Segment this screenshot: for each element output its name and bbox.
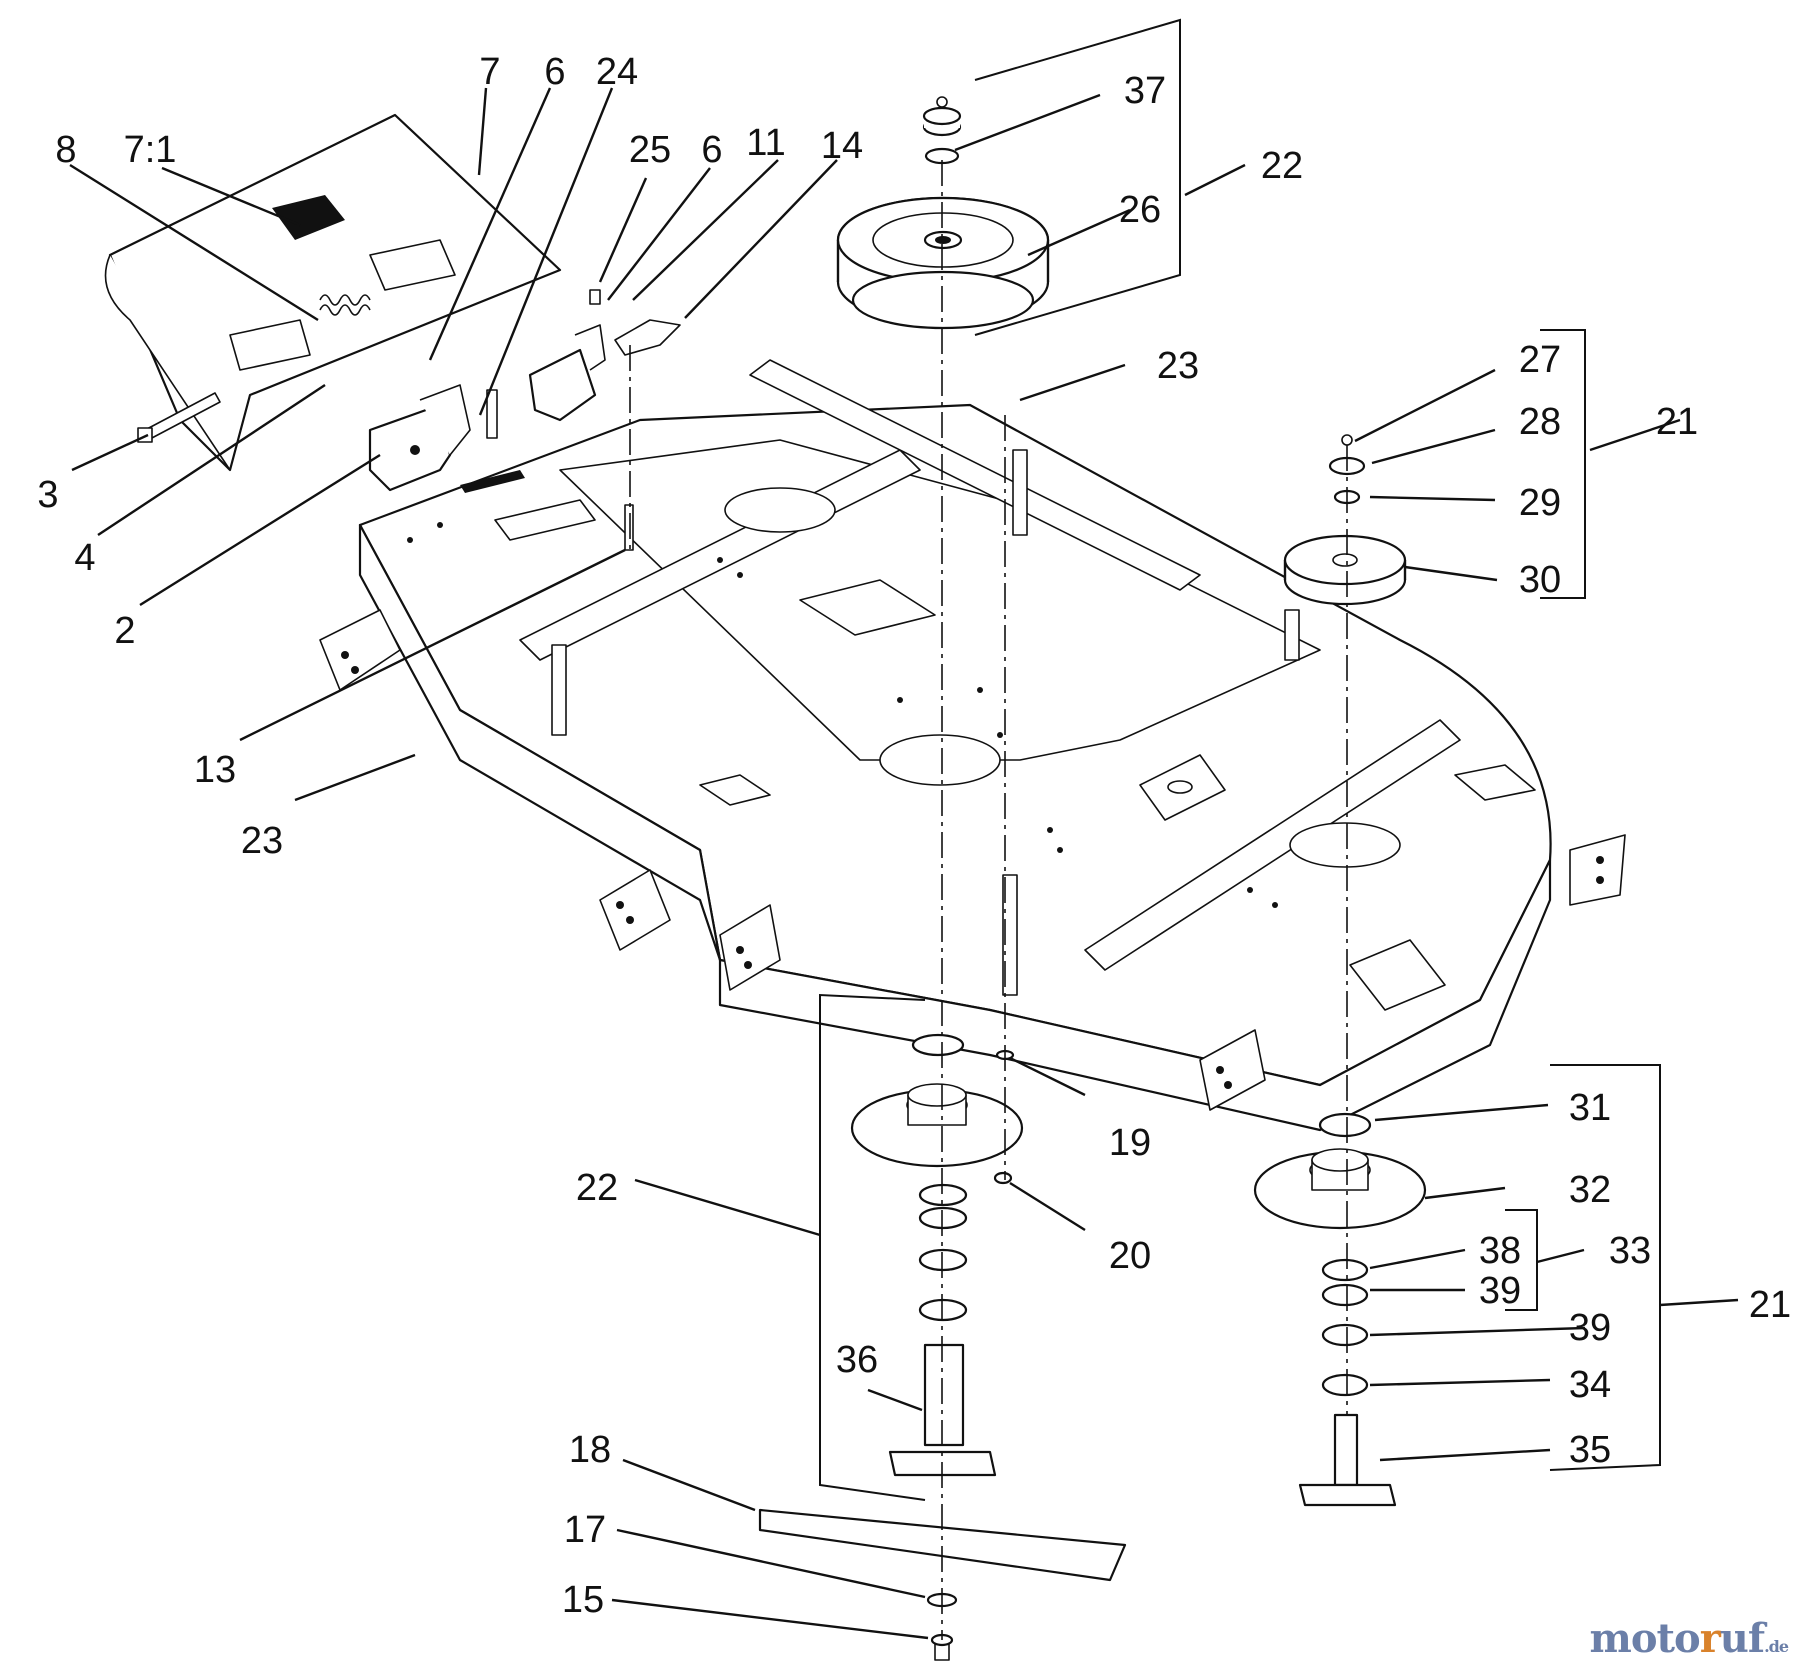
callout-labels: 7 6 24 8 7:1 25 6 11 14 37 22 26 23 27 2… <box>37 51 1791 1621</box>
nut-37 <box>922 96 962 165</box>
callout-22: 22 <box>1261 145 1303 187</box>
blade <box>758 1508 1127 1582</box>
callout-34: 34 <box>1569 1364 1611 1406</box>
callout-23: 23 <box>241 820 283 862</box>
callout-37: 37 <box>1124 70 1166 112</box>
spring <box>319 294 371 316</box>
idler-bracket <box>486 289 681 551</box>
callout-11: 11 <box>746 122 785 164</box>
callout-29: 29 <box>1519 482 1561 524</box>
callout-17: 17 <box>564 1509 606 1551</box>
callout-35: 35 <box>1569 1429 1611 1471</box>
pivot-bracket <box>368 384 471 492</box>
watermark-logo: motoruf.de <box>1589 1615 1789 1662</box>
callout-30: 30 <box>1519 559 1561 601</box>
callout-7: 7 <box>479 51 500 93</box>
callout-39: 39 <box>1479 1270 1521 1312</box>
leader-lines <box>69 87 1739 1640</box>
group-brackets <box>819 18 1661 1501</box>
callout-6: 6 <box>544 51 565 93</box>
callout-8: 8 <box>55 129 76 171</box>
callout-15: 15 <box>562 1579 604 1621</box>
mower-deck <box>319 359 1626 1132</box>
callout-25: 25 <box>629 129 671 171</box>
pulley-26 <box>836 196 1050 330</box>
callout-24: 24 <box>596 51 638 93</box>
callout-14: 14 <box>821 125 863 167</box>
callout-31: 31 <box>1569 1087 1611 1129</box>
callout-19: 19 <box>1109 1122 1151 1164</box>
callout-23: 23 <box>1157 345 1199 387</box>
callout-36: 36 <box>836 1339 878 1381</box>
spindle-left <box>850 1033 1024 1477</box>
callout-26: 26 <box>1119 189 1161 231</box>
callout-22: 22 <box>576 1167 618 1209</box>
callout-4: 4 <box>74 537 95 579</box>
pulley-30 <box>1283 434 1407 606</box>
center-axes <box>629 160 1348 1640</box>
callout-28: 28 <box>1519 401 1561 443</box>
callout-32: 32 <box>1569 1169 1611 1211</box>
callout-21: 21 <box>1656 401 1698 443</box>
callout-6: 6 <box>701 129 722 171</box>
callout-38: 38 <box>1479 1230 1521 1272</box>
callout-21: 21 <box>1749 1284 1791 1326</box>
callout-33: 33 <box>1609 1230 1651 1272</box>
callout-27: 27 <box>1519 339 1561 381</box>
callout-7-1: 7:1 <box>124 129 177 171</box>
callout-3: 3 <box>37 474 58 516</box>
callout-39: 39 <box>1569 1307 1611 1349</box>
callout-18: 18 <box>569 1429 611 1471</box>
spindle-right <box>1253 1112 1427 1507</box>
callout-13: 13 <box>194 749 236 791</box>
callout-20: 20 <box>1109 1235 1151 1277</box>
callout-2: 2 <box>114 610 135 652</box>
